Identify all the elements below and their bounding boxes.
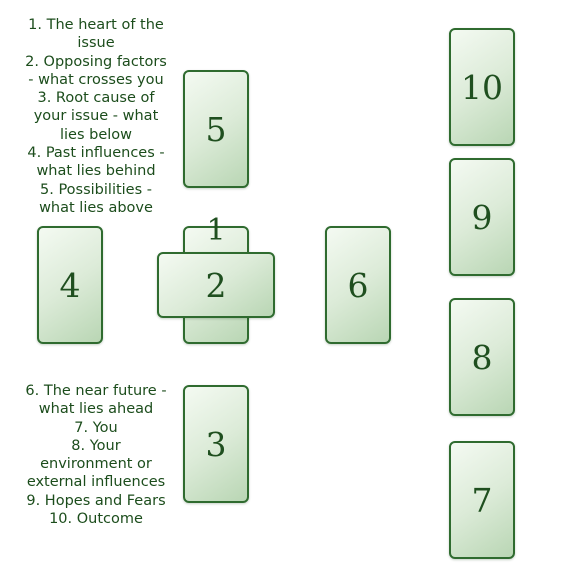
- card-5-possibilities: 5: [183, 70, 249, 188]
- card-number: 6: [347, 265, 369, 305]
- legend-line: lies below: [59, 126, 133, 143]
- card-4-past-influences: 4: [37, 226, 103, 344]
- legend-line: 2. Opposing factors: [25, 53, 167, 70]
- legend-bottom: 6. The near future - what lies ahead 7. …: [12, 382, 180, 528]
- legend-line: 7. You: [74, 419, 118, 436]
- legend-top: 1. The heart of the issue 2. Opposing fa…: [12, 16, 180, 217]
- card-number: 7: [471, 480, 493, 520]
- card-6-near-future: 6: [325, 226, 391, 344]
- card-10-outcome: 10: [449, 28, 515, 146]
- legend-line: what lies behind: [36, 163, 156, 180]
- legend-line: what lies above: [39, 199, 153, 216]
- card-number: 5: [205, 109, 227, 149]
- card-7-you: 7: [449, 441, 515, 559]
- legend-line: 4. Past influences -: [27, 145, 165, 162]
- legend-line: 8. Your: [71, 437, 121, 454]
- card-number: 10: [461, 67, 503, 107]
- legend-line: issue: [77, 35, 115, 52]
- card-number: 9: [471, 197, 493, 237]
- legend-line: 9. Hopes and Fears: [26, 492, 166, 509]
- card-3-root-cause: 3: [183, 385, 249, 503]
- card-8-environment: 8: [449, 298, 515, 416]
- legend-line: 3. Root cause of: [37, 90, 155, 107]
- card-2-opposing-factors: 2: [157, 252, 275, 318]
- legend-line: 5. Possibilities -: [40, 181, 152, 198]
- card-number: 3: [205, 424, 227, 464]
- card-number: 8: [471, 337, 493, 377]
- legend-line: external influences: [26, 474, 166, 491]
- card-number: 1: [206, 213, 226, 248]
- legend-line: environment or: [40, 456, 152, 473]
- legend-line: 1. The heart of the: [28, 17, 164, 33]
- card-number: 2: [205, 265, 227, 305]
- legend-line: what lies ahead: [38, 401, 154, 418]
- legend-line: 10. Outcome: [49, 511, 143, 528]
- legend-line: your issue - what: [33, 108, 159, 125]
- card-9-hopes-and-fears: 9: [449, 158, 515, 276]
- legend-line: 6. The near future -: [25, 383, 167, 399]
- legend-line: - what crosses you: [28, 71, 164, 88]
- card-number: 4: [59, 265, 81, 305]
